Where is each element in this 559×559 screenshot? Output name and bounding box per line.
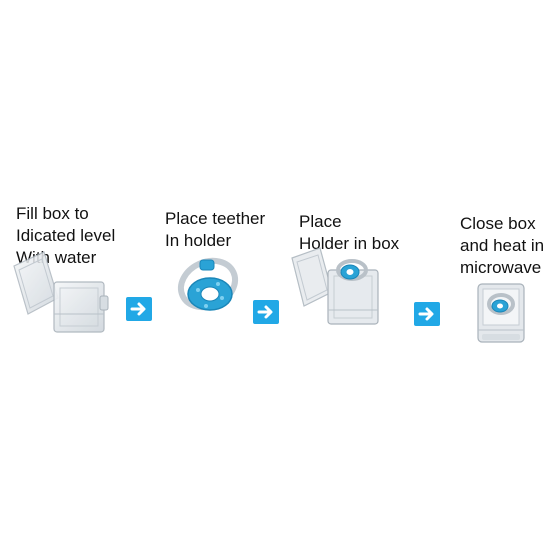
teether-in-holder-illustration [177,257,239,311]
open-box-illustration [13,251,109,333]
right-arrow-icon [126,297,152,321]
holder-in-open-box-illustration [291,247,379,325]
step-2-instruction: Place teether In holder [165,209,266,250]
step-3-instruction: Place Holder in box [299,212,400,253]
right-arrow-icon [253,300,279,324]
closed-box-illustration [477,283,525,343]
step-4-instruction: Close box and heat in microwave [460,214,545,277]
right-arrow-icon [414,302,440,326]
